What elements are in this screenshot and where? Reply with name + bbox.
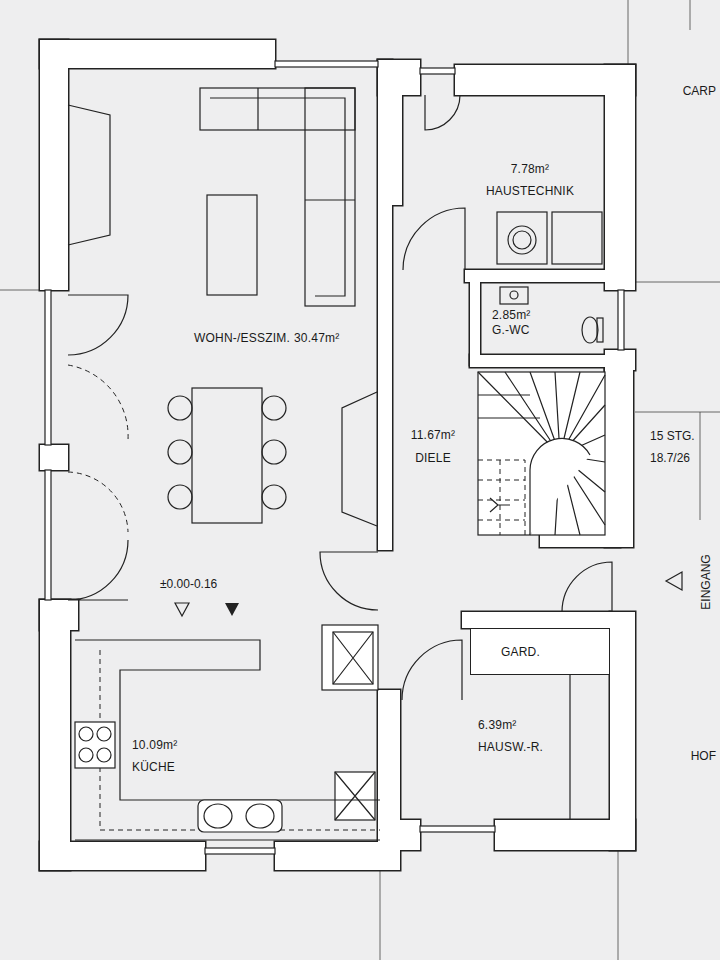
room: WOHN-/ESSZIM. 30.47m² bbox=[70, 70, 378, 600]
staircase bbox=[478, 372, 605, 535]
room-name: HAUSTECHNIK bbox=[486, 184, 574, 198]
wall-fill bbox=[40, 40, 635, 870]
room: 7.78m² HAUSTECHNIK bbox=[405, 95, 605, 270]
room-area: 7.78m² bbox=[511, 162, 550, 176]
room-area: 10.09m² bbox=[132, 738, 177, 752]
room-area: 2.85m² bbox=[492, 308, 531, 322]
plan-label: ±0.00-0.16 bbox=[160, 577, 217, 591]
wall-outline bbox=[40, 40, 635, 870]
doors bbox=[68, 95, 612, 700]
plan-label: HOF bbox=[691, 749, 716, 763]
room: 6.39m² HAUSW.-R. GARD. bbox=[400, 628, 610, 820]
room-area: 30.47m² bbox=[294, 331, 339, 345]
room-name: KÜCHE bbox=[132, 760, 175, 774]
shafts bbox=[322, 625, 378, 820]
cabinet-label: GARD. bbox=[501, 645, 540, 659]
room-name: WOHN-/ESSZIM. bbox=[194, 331, 290, 345]
plan-label: 18.7/26 bbox=[650, 451, 690, 465]
room-name: G.-WC bbox=[492, 323, 530, 337]
room: 11.67m² DIELE bbox=[392, 205, 475, 615]
room: 10.09m² KÜCHE bbox=[120, 670, 378, 800]
wardrobe-box: GARD. bbox=[470, 628, 610, 675]
entry-arrow bbox=[666, 572, 682, 590]
plan-label: 15 STG. bbox=[650, 429, 695, 443]
kitchen-counter bbox=[75, 640, 380, 840]
room: 2.85m²G.-WC bbox=[480, 282, 605, 355]
furniture bbox=[68, 88, 377, 526]
entrance-label: EINGANG bbox=[699, 554, 713, 609]
windows bbox=[45, 61, 624, 854]
room-area: 11.67m² bbox=[411, 428, 456, 442]
room-name: DIELE bbox=[415, 451, 451, 465]
room-area: 6.39m² bbox=[478, 718, 517, 732]
room-name: HAUSW.-R. bbox=[478, 740, 543, 754]
plan-label: CARP bbox=[683, 84, 716, 98]
utility-counter bbox=[569, 675, 570, 820]
level-markers bbox=[175, 603, 239, 616]
